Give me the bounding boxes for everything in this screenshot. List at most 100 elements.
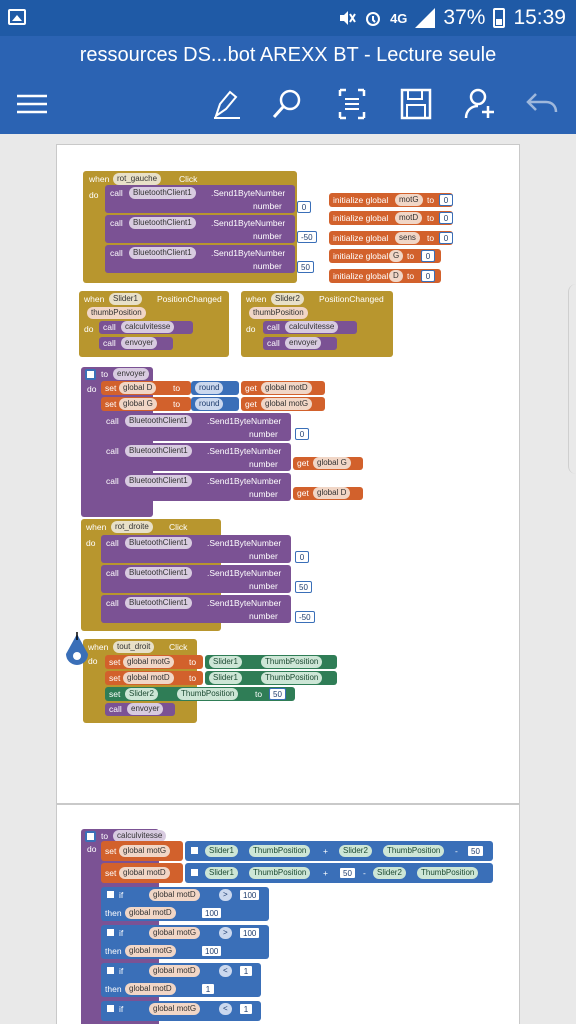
init-value: 0	[421, 250, 435, 262]
init-label: initialize global	[333, 213, 389, 223]
var-chip: global motD	[149, 889, 200, 901]
component-chip: Slider2	[339, 845, 372, 857]
var-chip: global motD	[123, 672, 174, 684]
var-chip: global motD	[119, 867, 170, 879]
set-label: set	[109, 673, 121, 683]
var-chip: D	[389, 270, 403, 282]
battery-icon	[493, 8, 506, 28]
network-type: 4G	[390, 10, 408, 26]
call-send-block: call BluetoothClient1 .Send1ByteNumber n…	[101, 413, 291, 441]
number-value: 50	[295, 581, 312, 593]
gear-icon	[189, 867, 200, 878]
event-name: Click	[169, 642, 188, 652]
call-send-block: call BluetoothClient1 .Send1ByteNumber n…	[101, 535, 291, 563]
init-value: 0	[439, 212, 453, 224]
param-chip: thumbPosition	[87, 307, 146, 319]
proc-chip: calculvitesse	[285, 321, 339, 333]
operator: <	[219, 965, 232, 977]
property-chip: ThumbPosition	[249, 867, 311, 879]
do-label: do	[84, 324, 94, 334]
bt-client-chip: BluetoothClient1	[125, 475, 192, 487]
get-label: get	[245, 383, 257, 393]
call-label: call	[267, 338, 280, 348]
pen-edit-icon[interactable]	[208, 86, 244, 122]
to-label: to	[407, 251, 415, 261]
bt-client-chip: BluetoothClient1	[129, 217, 196, 229]
number-param-label: number	[253, 261, 282, 271]
get-label: get	[297, 458, 309, 468]
status-right: 4G 37% 15:39	[338, 6, 566, 30]
component-chip: Slider1	[209, 672, 242, 684]
number-param-label: number	[249, 611, 278, 621]
when-label: when	[246, 294, 267, 304]
set-label: set	[109, 657, 121, 667]
number-value: 0	[295, 428, 309, 440]
set-global-G: set global G to	[101, 397, 191, 411]
set-label: set	[105, 868, 117, 878]
method-label: .Send1ByteNumber	[207, 568, 282, 578]
gear-icon	[105, 889, 116, 900]
call-label: call	[106, 598, 119, 608]
set-slider2-thumbposition: set Slider2 ThumbPosition to 50	[105, 687, 295, 701]
var-chip: sens	[395, 232, 420, 244]
signal-icon	[415, 8, 436, 28]
then-label: then	[105, 946, 122, 956]
to-label: to	[255, 689, 263, 699]
init-value: 0	[421, 270, 435, 282]
document-area[interactable]: when rot_gauche Click do call BluetoothC…	[0, 134, 576, 1024]
var-chip: global D	[313, 487, 351, 499]
number-param-label: number	[249, 459, 278, 469]
var-chip: global motG	[125, 945, 177, 957]
var-chip: global motD	[149, 965, 200, 977]
reading-view-icon[interactable]	[334, 86, 370, 122]
number-param-label: number	[249, 551, 278, 561]
set-global-D: set global D to	[101, 381, 191, 395]
get-label: get	[245, 399, 257, 409]
param-chip: thumbPosition	[249, 307, 308, 319]
set-global-motD: set global motD to	[105, 671, 203, 685]
do-label: do	[87, 384, 97, 394]
component-chip: Slider1	[205, 867, 238, 879]
call-send-block: call BluetoothClient1 .Send1ByteNumber n…	[105, 185, 295, 213]
to-label: to	[173, 383, 181, 393]
init-label: initialize global	[333, 195, 389, 205]
var-chip: global D	[119, 382, 157, 394]
number-value: 50	[467, 845, 484, 857]
share-person-icon[interactable]	[462, 86, 498, 122]
to-label: to	[427, 195, 435, 205]
if-block: if then global motG > 100 global motG 10…	[101, 925, 269, 959]
operator: >	[219, 889, 232, 901]
number-value: 1	[239, 1003, 253, 1015]
init-label: initialize global	[333, 251, 389, 261]
set-label: set	[105, 846, 117, 856]
get-global-motG: get global motG	[241, 397, 325, 411]
proc-name-chip: envoyer	[113, 368, 150, 380]
toolbar	[0, 82, 576, 126]
operator: >	[219, 927, 232, 939]
text-cursor-handle-icon[interactable]	[62, 632, 92, 672]
do-label: do	[89, 190, 99, 200]
hamburger-menu-icon[interactable]	[14, 86, 50, 122]
number-value: 0	[295, 551, 309, 563]
var-chip: global motD	[125, 907, 176, 919]
method-label: .Send1ByteNumber	[207, 446, 282, 456]
save-icon[interactable]	[398, 86, 434, 122]
component-chip: rot_droite	[111, 521, 153, 533]
gear-icon	[105, 1003, 116, 1014]
number-param-label: number	[253, 231, 282, 241]
to-label: to	[427, 213, 435, 223]
var-chip: G	[389, 250, 404, 262]
scroll-edge[interactable]	[568, 284, 576, 474]
call-label: call	[106, 538, 119, 548]
document-title: ressources DS...bot AREXX BT - Lecture s…	[79, 44, 497, 66]
to-label: to	[101, 831, 109, 841]
to-label: to	[173, 399, 181, 409]
do-label: do	[246, 324, 256, 334]
call-label: call	[109, 704, 122, 714]
search-icon[interactable]	[270, 86, 306, 122]
undo-icon[interactable]	[524, 86, 560, 122]
operator: -	[455, 846, 458, 856]
proc-chip: envoyer	[285, 337, 322, 349]
call-label: call	[267, 322, 280, 332]
operator: -	[363, 868, 366, 878]
